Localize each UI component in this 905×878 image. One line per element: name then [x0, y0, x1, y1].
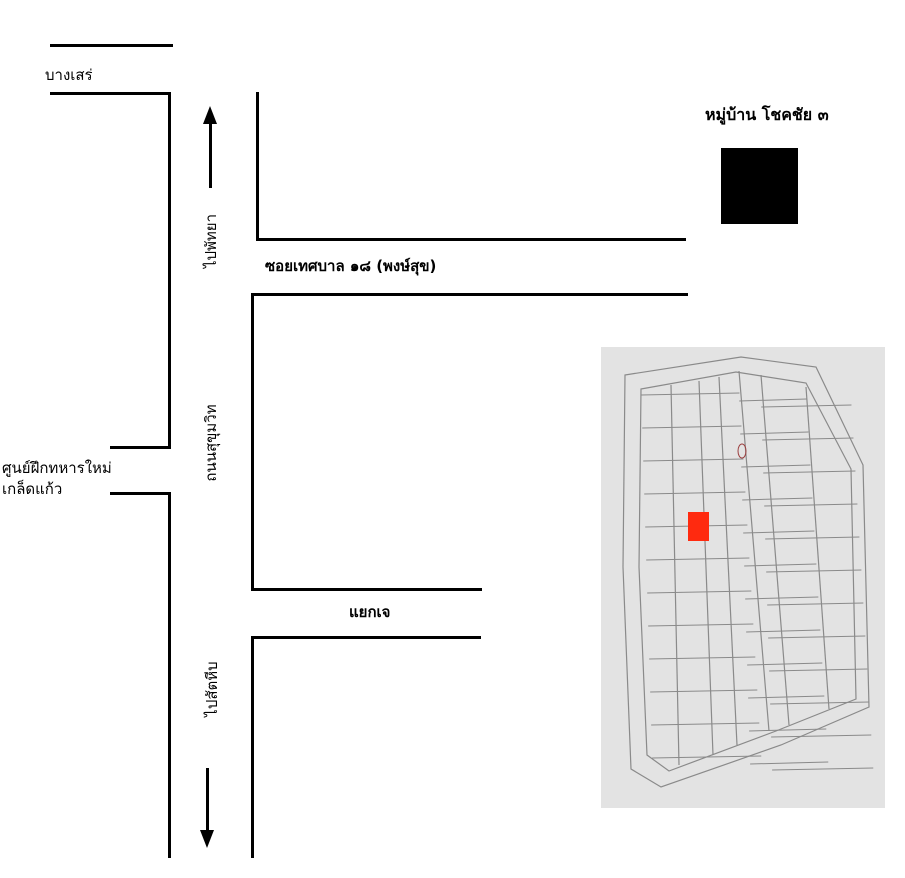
- village-location-marker: [721, 148, 798, 224]
- plan-lot-line: [746, 629, 821, 633]
- label-to-sattahip: ไปสัตหีบ: [203, 661, 221, 717]
- plan-lot-line: [739, 398, 807, 402]
- label-training-center-line2: เกล็ดแก้ว: [2, 480, 63, 498]
- plan-lot-line: [765, 536, 860, 540]
- plan-lot-line: [646, 557, 750, 561]
- label-village-name: หมู่บ้าน โชคชัย ๓: [705, 105, 829, 124]
- plan-lot-line: [650, 689, 758, 693]
- plan-lot-line: [744, 563, 817, 567]
- plan-lot-line: [766, 569, 862, 573]
- road-top-left-upper: [50, 44, 173, 47]
- highlighted-plot-marker: [688, 512, 709, 541]
- plan-lot-line: [649, 656, 756, 660]
- plan-lot-line: [642, 425, 742, 429]
- label-soi-name: ซอยเทศบาล ๑๘ (พงษ์สุข): [265, 257, 437, 275]
- road-jay-south-edge: [251, 636, 481, 639]
- plan-lot-line: [771, 734, 872, 738]
- road-training-center-lower: [110, 492, 171, 495]
- plan-lot-line: [748, 695, 825, 699]
- plan-lot-line: [745, 596, 819, 600]
- plan-lot-line: [749, 728, 827, 732]
- plan-lot-line: [763, 470, 856, 474]
- label-training-center-line1: ศูนย์ฝึกทหารใหม่: [2, 459, 112, 477]
- plan-lot-line: [742, 497, 813, 501]
- road-soi-south-edge: [251, 293, 688, 296]
- plan-lot-line: [641, 392, 740, 396]
- plan-lot-line: [740, 431, 809, 435]
- arrow-up-icon: [203, 106, 219, 188]
- subdivision-plan-drawing: [601, 347, 885, 808]
- plan-lot-line: [768, 635, 866, 639]
- plan-lot-line: [648, 623, 754, 627]
- plan-lot-line: [643, 458, 744, 462]
- label-bang-saen: บางเสร่: [45, 66, 93, 84]
- road-sukhumvit-east-top: [256, 92, 259, 241]
- plan-lot-line: [750, 761, 829, 765]
- road-training-center-upper: [110, 446, 171, 449]
- plan-lot-line: [652, 755, 762, 759]
- plan-lot-line: [743, 530, 815, 534]
- road-sukhumvit-west-upper: [168, 92, 171, 449]
- subdivision-plan-image: [601, 347, 885, 808]
- plan-lot-line: [772, 767, 874, 771]
- road-sukhumvit-east-middle: [251, 293, 254, 591]
- arrow-down-icon: [200, 768, 216, 848]
- road-sukhumvit-west-lower: [168, 492, 171, 858]
- plan-lot-line: [769, 668, 868, 672]
- plan-lot-line: [762, 437, 854, 441]
- road-top-left-lower: [50, 92, 171, 95]
- plan-lot-line: [764, 503, 858, 507]
- road-soi-north-edge: [256, 238, 686, 241]
- plan-lot-line: [647, 590, 752, 594]
- plan-lot-line: [651, 722, 760, 726]
- plan-lot-line: [767, 602, 864, 606]
- plan-lot-line: [761, 404, 852, 408]
- plan-lot-line: [741, 464, 811, 468]
- road-sukhumvit-east-bottom: [251, 636, 254, 858]
- plan-lot-line: [770, 701, 870, 705]
- plan-lot-line: [747, 662, 823, 666]
- road-jay-north-edge: [251, 588, 482, 591]
- plan-circle-mark: [737, 443, 747, 459]
- label-to-pattaya: ไปพัทยา: [202, 213, 220, 269]
- label-sukhumvit-road: ถนนสุขุมวิท: [202, 404, 220, 482]
- plan-lot-line: [644, 491, 746, 495]
- plan-lot-grid: [641, 392, 874, 771]
- label-jay-junction: แยกเจ: [349, 603, 391, 621]
